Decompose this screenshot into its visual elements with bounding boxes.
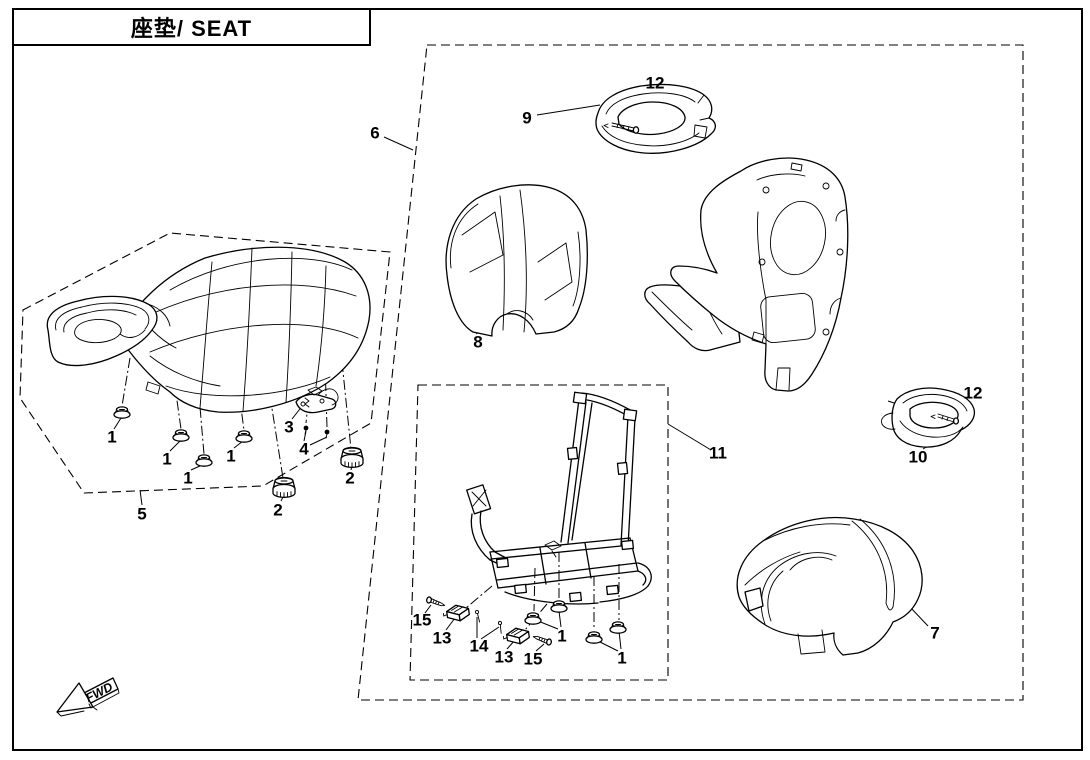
seat-frame-drawing [466,391,652,605]
callout-6: 6 [370,123,380,143]
callout-13-b: 13 [494,647,514,667]
callout-1-b: 1 [162,449,172,469]
callout-12-b: 12 [963,383,983,403]
frame-hardware-drawings [425,595,627,647]
backrest-cushion-drawing [445,184,588,337]
callout-12-a: 12 [645,73,665,93]
callout-2-a: 2 [273,500,283,520]
page-title: 座垫/ SEAT [130,16,253,41]
callout-13-a: 13 [432,628,452,648]
callout-15-a: 15 [412,610,432,630]
seat-assembly-boundary [19,232,391,494]
callout-1-c: 1 [183,468,193,488]
callout-1-a: 1 [107,427,117,447]
grab-handle-bracket-drawing [595,83,716,154]
seat-back-panel-drawing [644,157,849,392]
fwd-label: FWD [83,680,115,705]
handle-screw-12b-drawing [930,413,960,425]
callout-4: 4 [299,439,309,459]
callout-3: 3 [284,417,294,437]
mount-nut-drawings [113,406,364,498]
seat-latch-drawing [295,386,339,414]
callout-1-d: 1 [226,446,236,466]
callout-8: 8 [473,332,483,352]
backrest-assembly-boundary [357,44,1024,701]
handle-screw-12-drawing [603,122,640,134]
backrest-cover-drawing [736,516,923,656]
frame-subassembly-boundary [409,384,669,681]
page-border [12,8,1083,751]
callout-14: 14 [469,636,489,656]
callout-15-b: 15 [523,649,543,669]
rear-handle-bracket-drawing [881,387,976,448]
callout-7: 7 [930,623,940,643]
callout-11: 11 [709,443,727,463]
fwd-arrow: FWD [56,677,120,717]
callout-10: 10 [908,447,928,467]
callout-1-e: 1 [557,626,567,646]
latch-screw-drawings [303,425,330,439]
callout-1-f: 1 [617,648,627,668]
callout-2-b: 2 [345,468,355,488]
seat-cushion-drawing [46,246,371,413]
callout-9: 9 [522,108,532,128]
callout-5: 5 [137,504,147,524]
title-box: 座垫/ SEAT [12,8,371,46]
